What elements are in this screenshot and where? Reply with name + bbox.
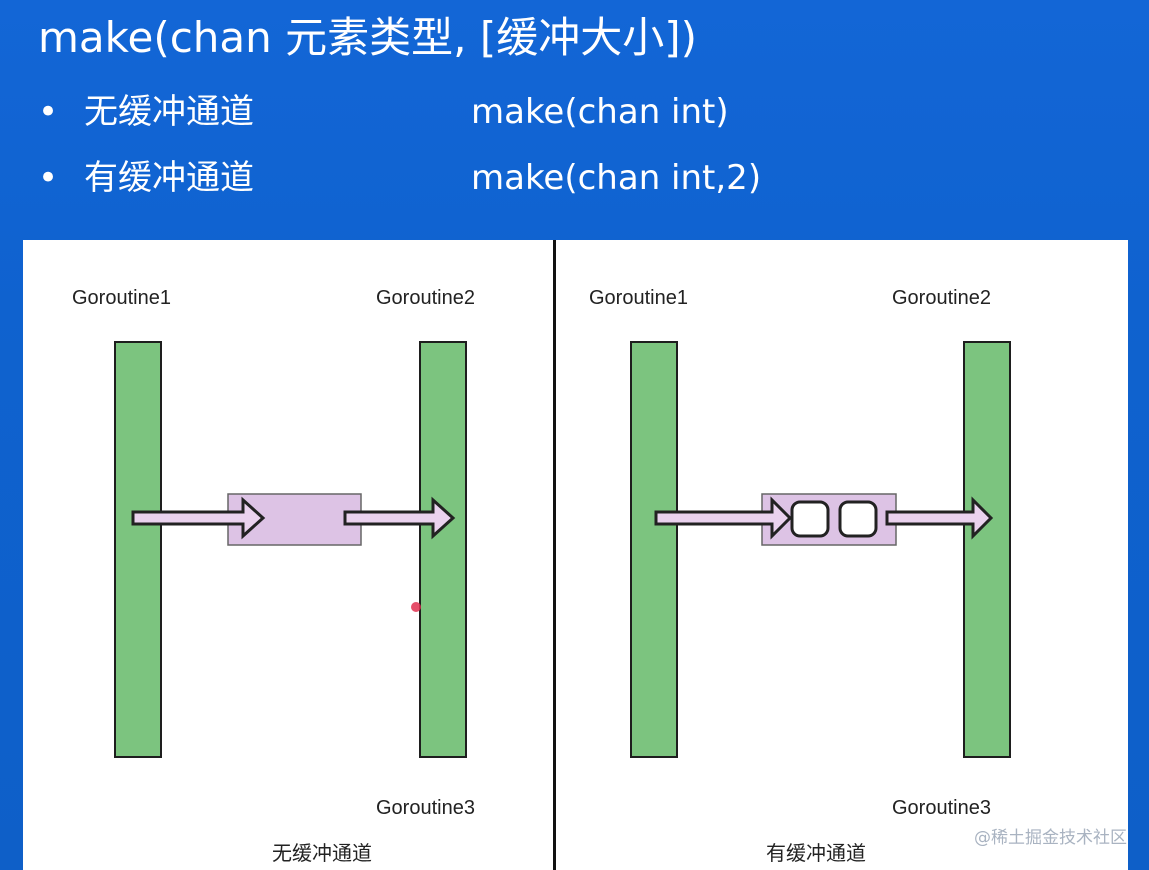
goroutine-2-bar — [419, 341, 467, 758]
send-arrow — [654, 496, 793, 540]
bullet-icon: • — [38, 158, 59, 198]
goroutine-1-label: Goroutine1 — [589, 287, 688, 309]
unbuffered-channel-panel: Goroutine1 Goroutine2 Goroutine3 无缓冲通道 — [23, 240, 553, 870]
buffered-channel-panel: Goroutine1 Goroutine2 Goroutine3 有缓冲通道 — [556, 240, 1128, 870]
bullet-icon: • — [38, 92, 59, 132]
goroutine-2-bar — [963, 341, 1011, 758]
diagram-caption-unbuffered: 无缓冲通道 — [272, 842, 372, 865]
unbuffered-channel-diagram: Goroutine1 Goroutine2 Goroutine3 无缓冲通道 — [72, 287, 475, 865]
send-arrow — [131, 496, 266, 540]
bullet-label-buffered: 有缓冲通道 — [84, 158, 254, 198]
bullet-code-unbuffered: make(chan int) — [471, 92, 729, 132]
bullet-code-buffered: make(chan int,2) — [471, 158, 762, 198]
goroutine-2-label: Goroutine2 — [892, 287, 991, 309]
buffer-slot-1 — [790, 500, 830, 538]
goroutine-2-label: Goroutine2 — [376, 287, 475, 309]
goroutine-1-label: Goroutine1 — [72, 287, 171, 309]
goroutine-3-label: Goroutine3 — [376, 797, 475, 819]
buffer-slot-2 — [838, 500, 878, 538]
diagram-caption-buffered: 有缓冲通道 — [766, 842, 866, 865]
goroutine-1-bar — [630, 341, 678, 758]
buffered-channel-diagram: Goroutine1 Goroutine2 Goroutine3 有缓冲通道 — [589, 287, 1011, 865]
receive-arrow — [885, 496, 994, 540]
watermark: @稀土掘金技术社区 — [974, 828, 1127, 848]
cursor-dot-icon — [411, 602, 421, 612]
panel-divider — [553, 240, 556, 870]
slide-title: make(chan 元素类型, [缓冲大小]) — [38, 13, 697, 62]
goroutine-1-bar — [114, 341, 162, 758]
goroutine-3-label: Goroutine3 — [892, 797, 991, 819]
receive-arrow — [343, 496, 456, 540]
bullet-label-unbuffered: 无缓冲通道 — [84, 92, 254, 132]
